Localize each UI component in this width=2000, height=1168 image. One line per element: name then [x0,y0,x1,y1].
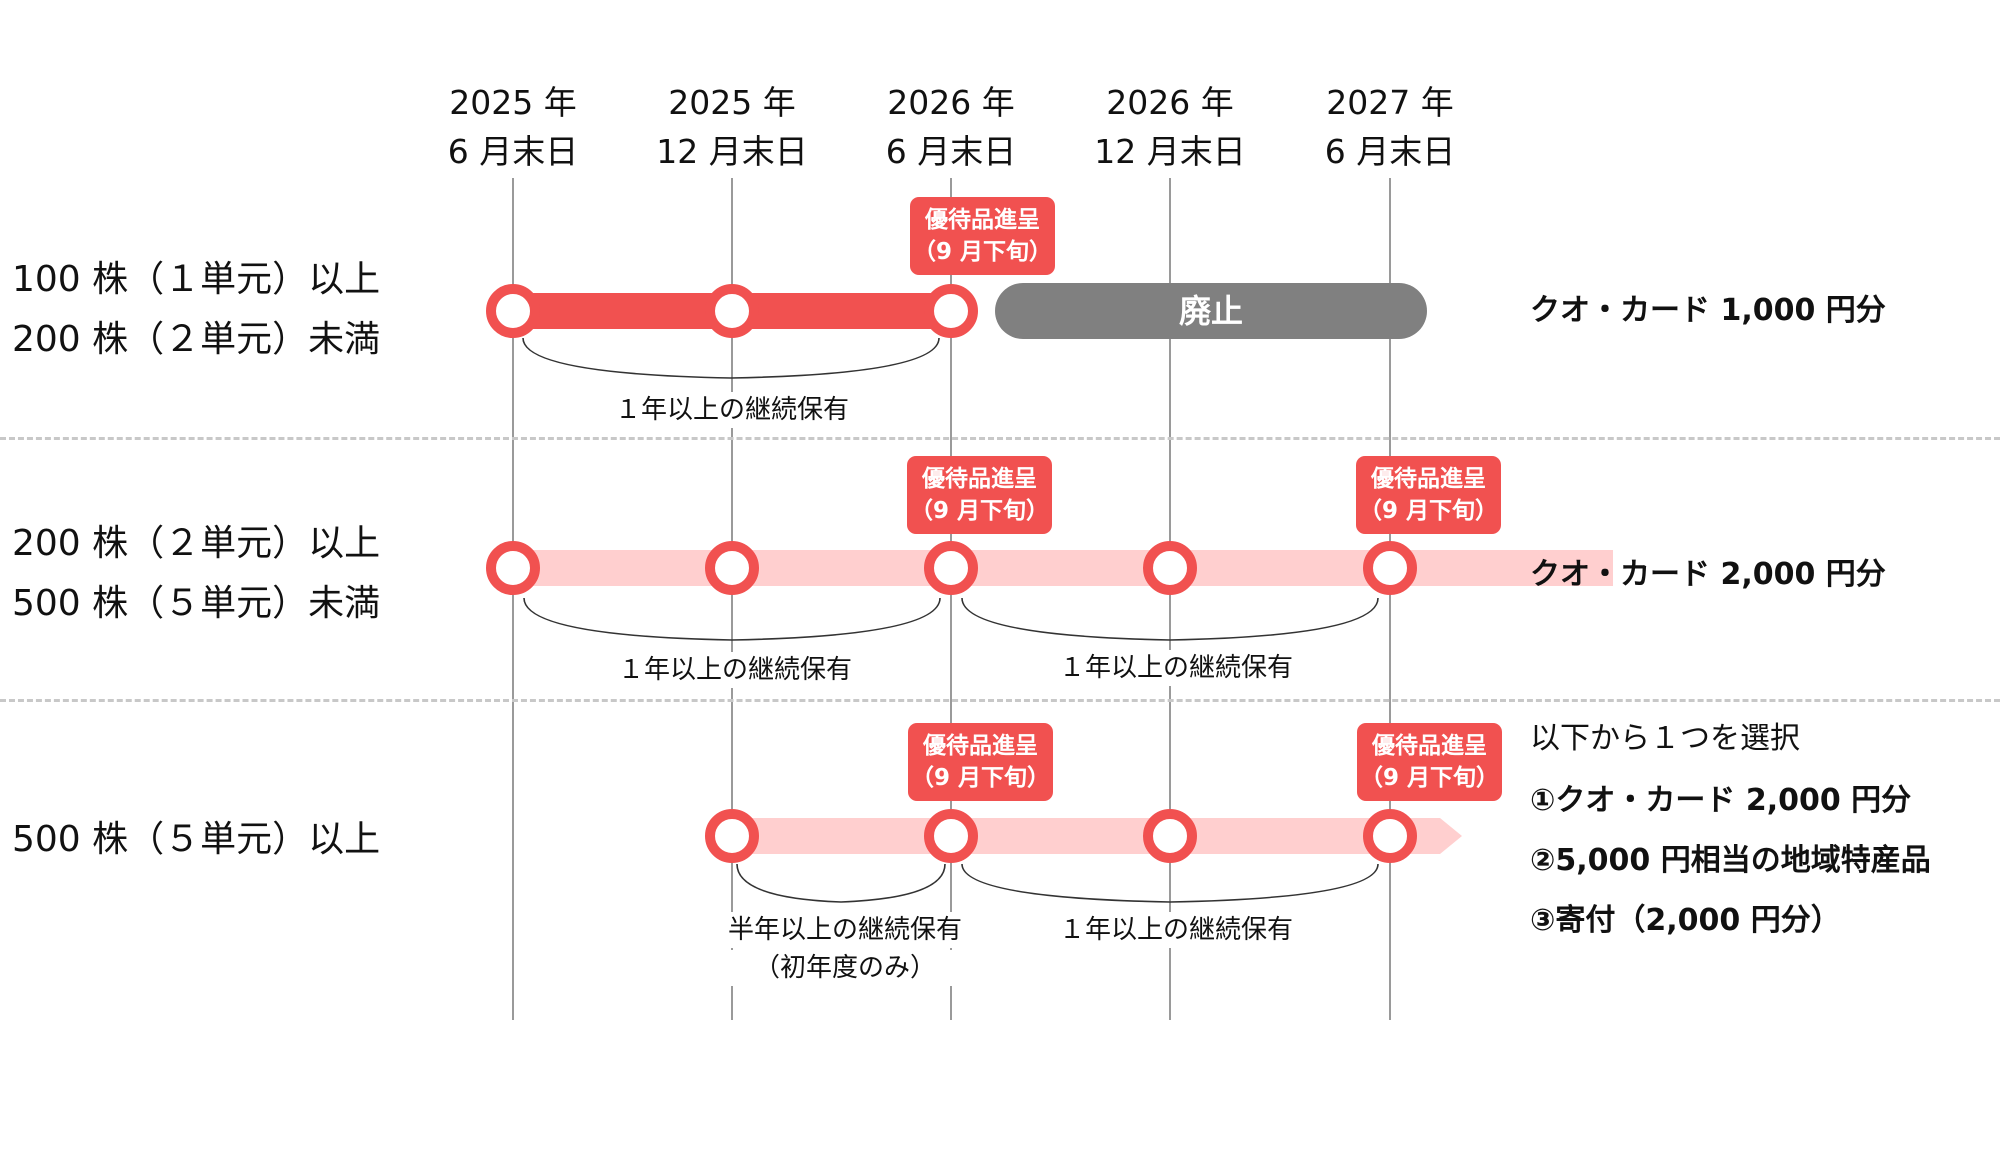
tier-2-label-line2: 500 株（５単元）未満 [12,583,381,624]
holding-period-label: １年以上の継続保有 [1026,650,1326,686]
tier-3-benefit-option-1: ①クオ・カード 2,000 円分 [1530,783,1912,818]
column-year: 2025 年 [668,83,796,122]
abolished-bar: 廃止 [995,283,1427,339]
timeline-node [924,809,978,863]
grid-line-2026-jun [950,178,952,1020]
gift-badge: 優待品進呈 （9 月下旬） [910,197,1055,275]
column-header-2026-jun: 2026 年 6 月末日 [851,86,1051,168]
column-year: 2026 年 [1106,83,1234,122]
grid-line-2025-jun [512,178,514,1020]
column-header-2025-jun: 2025 年 6 月末日 [413,86,613,168]
column-year: 2025 年 [449,83,577,122]
tier-3-benefit-option-2: ②5,000 円相当の地域特産品 [1530,843,1931,878]
timeline-node [486,541,540,595]
tier-3-benefit-intro: 以下から１つを選択 [1530,721,1800,756]
gift-badge: 優待品進呈 （9 月下旬） [1357,723,1502,801]
column-date: 12 月末日 [1094,132,1246,171]
column-header-2027-jun: 2027 年 6 月末日 [1290,86,1490,168]
timeline-node [705,284,759,338]
timeline-node [1143,541,1197,595]
column-date: 6 月末日 [885,132,1017,171]
arrow-right-icon [1440,818,1462,854]
timeline-node [705,809,759,863]
gift-badge: 優待品進呈 （9 月下旬） [907,456,1052,534]
holding-period-brace [961,863,1379,903]
timeline-node [1363,541,1417,595]
tier-1-label-line1: 100 株（１単元）以上 [12,259,381,300]
timeline-node [486,284,540,338]
row-separator [0,699,2000,702]
continuing-bar [733,818,1440,854]
gift-badge: 優待品進呈 （9 月下旬） [908,723,1053,801]
arrow-right-icon [1440,550,1462,586]
gift-badge: 優待品進呈 （9 月下旬） [1356,456,1501,534]
timeline-node [705,541,759,595]
timeline-node [1143,809,1197,863]
holding-period-label: １年以上の継続保有 [1026,912,1326,948]
tier-3-label-line1: 500 株（５単元）以上 [12,819,381,860]
grid-line-2025-dec [731,178,733,1020]
row-separator [0,437,2000,440]
tier-2-benefit: クオ・カード 2,000 円分 [1530,557,1886,592]
holding-period-label: １年以上の継続保有 [582,392,882,428]
column-year: 2027 年 [1326,83,1454,122]
column-date: 6 月末日 [447,132,579,171]
column-year: 2026 年 [887,83,1015,122]
timeline-node [1363,809,1417,863]
column-header-2025-dec: 2025 年 12 月末日 [632,86,832,168]
tier-1-benefit: クオ・カード 1,000 円分 [1530,293,1886,328]
abolished-label: 廃止 [1178,292,1243,330]
grid-line-2026-dec [1169,178,1171,1020]
timeline-node [924,541,978,595]
tier-3-benefit-option-3: ③寄付（2,000 円分） [1530,903,1841,938]
column-header-2026-dec: 2026 年 12 月末日 [1070,86,1270,168]
timeline-node [924,284,978,338]
holding-period-brace [522,337,940,379]
holding-period-brace [523,597,941,641]
holding-period-label: 半年以上の継続保有 [700,912,990,948]
holding-period-note: （初年度のみ） [700,950,990,986]
holding-period-label: １年以上の継続保有 [585,652,885,688]
column-date: 6 月末日 [1324,132,1456,171]
column-date: 12 月末日 [656,132,808,171]
grid-line-2027-jun [1389,178,1391,1020]
tier-1-label-line2: 200 株（２単元）未満 [12,319,381,360]
holding-period-brace [736,863,946,903]
tier-2-label-line1: 200 株（２単元）以上 [12,523,381,564]
holding-period-brace [961,597,1379,641]
